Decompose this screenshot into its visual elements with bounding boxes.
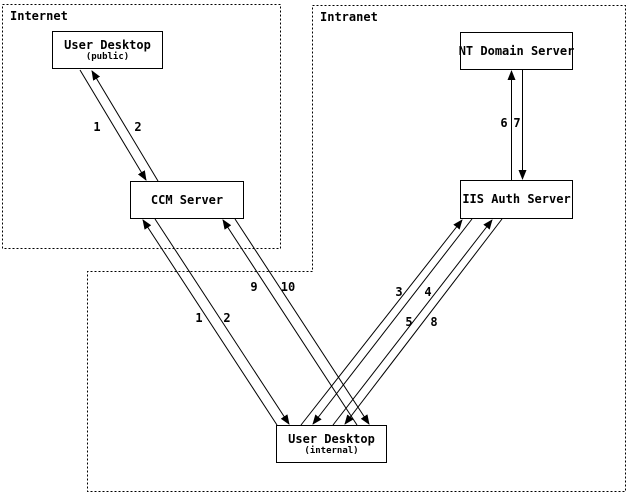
edge-1-udpublic-to-ccm bbox=[79, 69, 147, 181]
node-label: CCM Server bbox=[150, 192, 224, 207]
edge-label-3: 3 bbox=[395, 285, 403, 299]
node-ccm-server: CCM Server bbox=[130, 181, 244, 219]
intranet-region-border bbox=[87, 5, 626, 492]
edge-label-7: 7 bbox=[513, 116, 521, 130]
edge-label-8: 8 bbox=[430, 315, 438, 329]
node-label: IIS Auth Server bbox=[462, 192, 571, 206]
node-label: User Desktop bbox=[64, 37, 151, 52]
edge-9-udinternal-to-ccm bbox=[222, 219, 358, 426]
edge-label-1-internal: 1 bbox=[195, 311, 203, 325]
edge-label-2-internal: 2 bbox=[223, 311, 231, 325]
edge-label-5: 5 bbox=[405, 315, 413, 329]
node-nt-domain-server: NT Domain Server bbox=[458, 32, 575, 70]
edge-label-4: 4 bbox=[424, 285, 432, 299]
region-label-internet: Internet bbox=[10, 9, 68, 23]
node-iis-auth-server: IIS Auth Server bbox=[460, 180, 573, 219]
edge-3-udinternal-to-iis bbox=[300, 219, 463, 426]
edge-label-6: 6 bbox=[500, 116, 508, 130]
region-label-intranet: Intranet bbox=[320, 10, 378, 24]
edge-5-udinternal-to-iis bbox=[332, 219, 493, 426]
edge-label-10: 10 bbox=[280, 280, 296, 294]
edge-1-udinternal-to-ccm bbox=[142, 219, 278, 426]
node-sublabel: (internal) bbox=[304, 445, 359, 456]
edge-8-iis-to-udinternal bbox=[344, 218, 503, 425]
edge-label-2-public: 2 bbox=[134, 120, 142, 134]
edge-4-iis-to-udinternal bbox=[312, 218, 473, 425]
edge-2-ccm-to-udpublic bbox=[91, 70, 159, 182]
node-sublabel: (public) bbox=[85, 51, 130, 62]
edge-10-ccm-to-udinternal bbox=[234, 218, 370, 425]
internet-region-border bbox=[2, 4, 281, 249]
edge-label-9: 9 bbox=[250, 280, 258, 294]
node-label: User Desktop bbox=[288, 431, 375, 446]
edge-label-1-public: 1 bbox=[93, 120, 101, 134]
node-user-desktop-internal: User Desktop (internal) bbox=[276, 425, 387, 463]
node-user-desktop-public: User Desktop (public) bbox=[52, 31, 163, 69]
edge-2-ccm-to-udinternal bbox=[154, 218, 290, 425]
node-label: NT Domain Server bbox=[458, 43, 575, 58]
